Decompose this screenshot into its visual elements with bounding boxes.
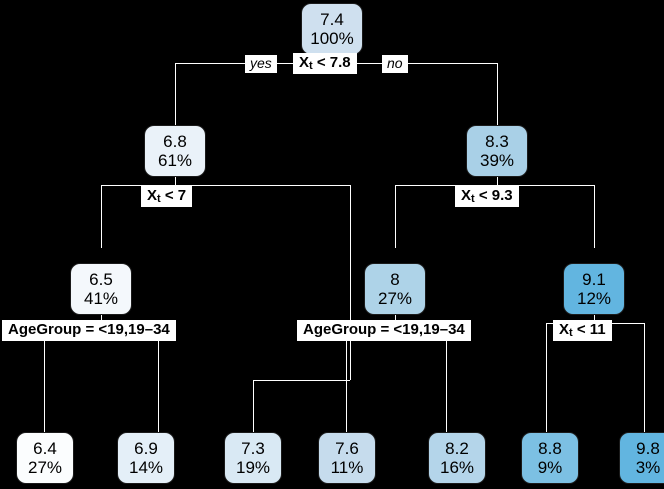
connector-n3-stem	[497, 177, 498, 185]
leaf-value: 7.6	[335, 438, 359, 458]
leaf-percent: 16%	[439, 458, 475, 477]
leaf-percent: 14%	[128, 458, 164, 477]
split-label-n3: Xt < 9.3	[455, 186, 519, 207]
node-percent: 41%	[83, 289, 119, 308]
tree-leaf-3[interactable]: 7.3 19%	[224, 432, 282, 484]
tree-leaf-7[interactable]: 9.8 3%	[619, 432, 664, 484]
split-var: X	[559, 321, 570, 338]
split-rest: < 9.3	[474, 187, 513, 204]
node-value: 6.8	[163, 131, 187, 151]
tree-node-n3[interactable]: 8.3 39%	[466, 125, 528, 177]
tree-leaf-1[interactable]: 6.4 27%	[16, 432, 74, 484]
split-subscript: t	[157, 193, 161, 205]
tree-node-root[interactable]: 7.4 100%	[301, 3, 363, 55]
connector-n2-right	[350, 185, 351, 380]
node-value: 8.3	[485, 131, 509, 151]
connector-n4-stem	[101, 315, 102, 323]
connector-n2-bar	[101, 185, 350, 186]
split-label-n5: AgeGroup = <19,19–34	[297, 320, 471, 341]
node-percent: 100%	[310, 29, 354, 48]
split-var: X	[299, 54, 310, 71]
leaf-value: 8.2	[445, 438, 469, 458]
split-label-root: Xt < 7.8	[293, 53, 357, 74]
node-percent: 61%	[157, 151, 193, 170]
tree-leaf-4[interactable]: 7.6 11%	[318, 432, 376, 484]
leaf-percent: 27%	[27, 458, 63, 477]
leaf-percent: 9%	[537, 458, 563, 477]
split-label-n4: AgeGroup = <19,19–34	[2, 320, 176, 341]
tree-node-n2[interactable]: 6.8 61%	[144, 125, 206, 177]
connector-n3-left	[395, 185, 396, 248]
node-percent: 27%	[377, 289, 413, 308]
connector-n5-stem	[395, 315, 396, 323]
split-rest: < 7.8	[312, 54, 351, 71]
connector-leaf3-bar	[253, 380, 350, 381]
split-rest: < 7	[160, 187, 187, 204]
connector-n6-left	[546, 323, 547, 432]
leaf-value: 9.8	[636, 438, 660, 458]
tree-node-n4[interactable]: 6.5 41%	[70, 263, 132, 315]
edge-label-yes: yes	[245, 55, 277, 73]
leaf-value: 6.9	[134, 438, 158, 458]
connector-n5-right	[446, 323, 447, 432]
connector-n2-stem	[175, 177, 176, 185]
split-label-n6: Xt < 11	[553, 320, 612, 341]
split-subscript: t	[569, 327, 573, 339]
leaf-percent: 19%	[235, 458, 271, 477]
tree-node-n6[interactable]: 9.1 12%	[563, 263, 625, 315]
leaf-percent: 3%	[635, 458, 661, 477]
leaf-percent: 11%	[330, 458, 364, 477]
connector-n4-right	[158, 323, 159, 432]
tree-leaf-5[interactable]: 8.2 16%	[428, 432, 486, 484]
leaf-value: 7.3	[241, 438, 265, 458]
connector-n3-right	[594, 185, 595, 248]
leaf-value: 8.8	[538, 438, 562, 458]
node-percent: 12%	[576, 289, 612, 308]
node-percent: 39%	[479, 151, 515, 170]
split-rest: < 11	[572, 321, 606, 338]
node-value: 9.1	[582, 269, 606, 289]
connector-root-left	[175, 63, 176, 125]
connector-n3-bar	[395, 185, 594, 186]
connector-leaf3-stem	[253, 380, 254, 432]
connector-n6-stem	[594, 315, 595, 323]
tree-leaf-2[interactable]: 6.9 14%	[117, 432, 175, 484]
split-label-n2: Xt < 7	[141, 186, 193, 207]
tree-node-n5[interactable]: 8 27%	[364, 263, 426, 315]
node-value: 6.5	[89, 269, 113, 289]
split-subscript: t	[309, 60, 313, 72]
leaf-value: 6.4	[33, 438, 57, 458]
node-value: 8	[390, 269, 400, 289]
node-value: 7.4	[320, 9, 344, 29]
split-subscript: t	[471, 193, 475, 205]
edge-label-no: no	[382, 55, 408, 73]
connector-n6-right	[644, 323, 645, 432]
connector-n5-left	[346, 323, 347, 432]
connector-n4-left	[44, 323, 45, 432]
split-var: X	[461, 187, 472, 204]
connector-root-right	[497, 63, 498, 125]
connector-n2-left	[101, 185, 102, 248]
split-var: X	[147, 187, 158, 204]
tree-leaf-6[interactable]: 8.8 9%	[521, 432, 579, 484]
